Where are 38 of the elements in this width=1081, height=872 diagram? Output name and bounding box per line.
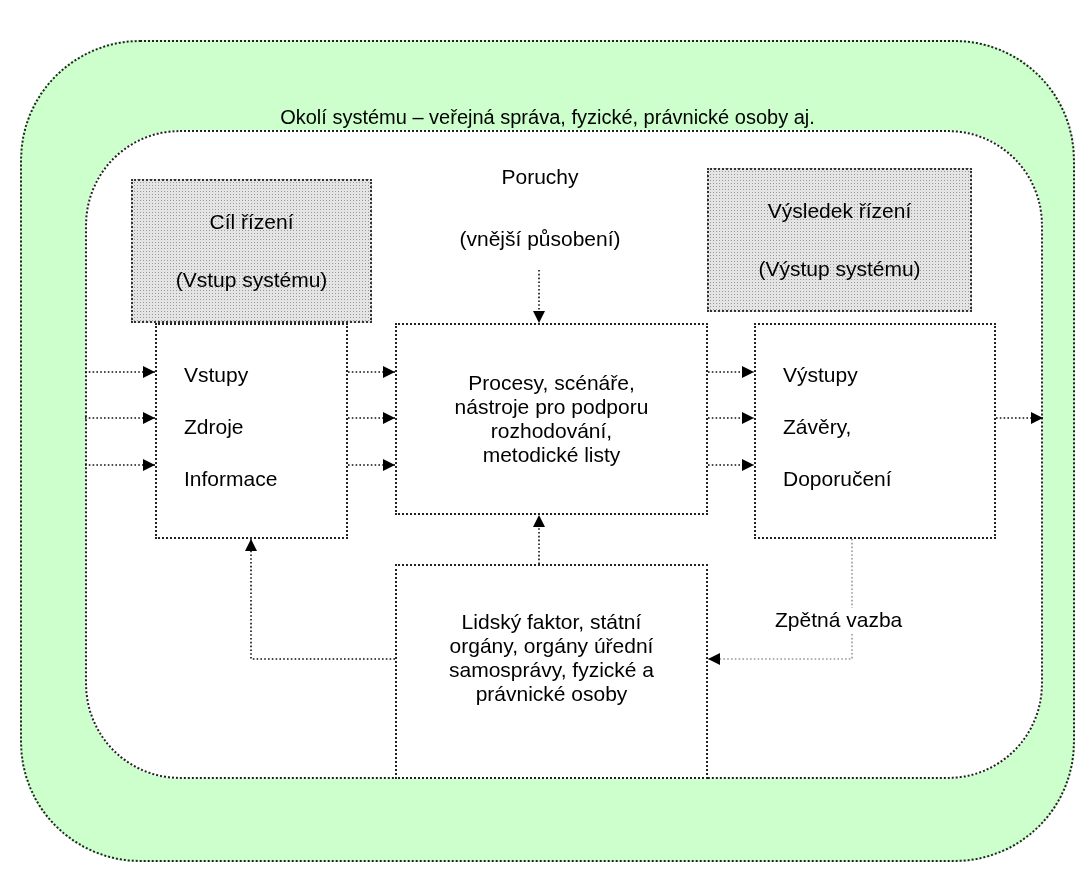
arrow bbox=[84, 366, 156, 378]
node-text: (Výstup systému) bbox=[758, 257, 921, 282]
shaded-box bbox=[707, 168, 972, 312]
process-box bbox=[155, 323, 348, 539]
arrow bbox=[533, 514, 545, 565]
area-title: Okolí systému – veřejná správa, fyzické, právnické osoby aj. bbox=[280, 106, 815, 129]
process-box bbox=[395, 564, 708, 779]
arrow bbox=[533, 269, 545, 324]
arrow bbox=[995, 412, 1044, 424]
arrow bbox=[707, 412, 755, 424]
arrow bbox=[84, 459, 156, 471]
arrow bbox=[707, 538, 853, 665]
node-text: Výstupy bbox=[783, 363, 858, 388]
arrow bbox=[347, 412, 396, 424]
node-text: Procesy, scénáře, nástroje pro podporu rozhodování, metodické listy bbox=[453, 370, 650, 468]
node-text: Vstupy bbox=[184, 363, 249, 388]
node-text: Doporučení bbox=[783, 467, 892, 492]
node-text: Výsledek řízení bbox=[767, 198, 912, 223]
arrow bbox=[347, 459, 396, 471]
arrow bbox=[347, 366, 396, 378]
arrow bbox=[84, 412, 156, 424]
system-boundary bbox=[85, 130, 1043, 779]
process-box bbox=[395, 323, 708, 515]
node-text: (vnější působení) bbox=[459, 227, 621, 252]
edge-label: Zpětná vazba bbox=[775, 608, 903, 633]
arrow bbox=[245, 538, 396, 660]
arrow bbox=[707, 459, 755, 471]
node-text: (Vstup systému) bbox=[175, 268, 328, 293]
environment-area bbox=[20, 40, 1075, 862]
node-text: Závěry, bbox=[783, 415, 852, 440]
node-text: Informace bbox=[184, 467, 278, 492]
arrow bbox=[707, 366, 755, 378]
process-box bbox=[754, 323, 996, 539]
shaded-box bbox=[131, 179, 372, 323]
node-text: Zdroje bbox=[184, 415, 244, 440]
node-text: Lidský faktor, státní orgány, orgány úřední samosprávy, fyzické a právnické osoby bbox=[448, 610, 655, 707]
node-text: Cíl řízení bbox=[209, 209, 294, 234]
node-text: Poruchy bbox=[501, 165, 579, 190]
